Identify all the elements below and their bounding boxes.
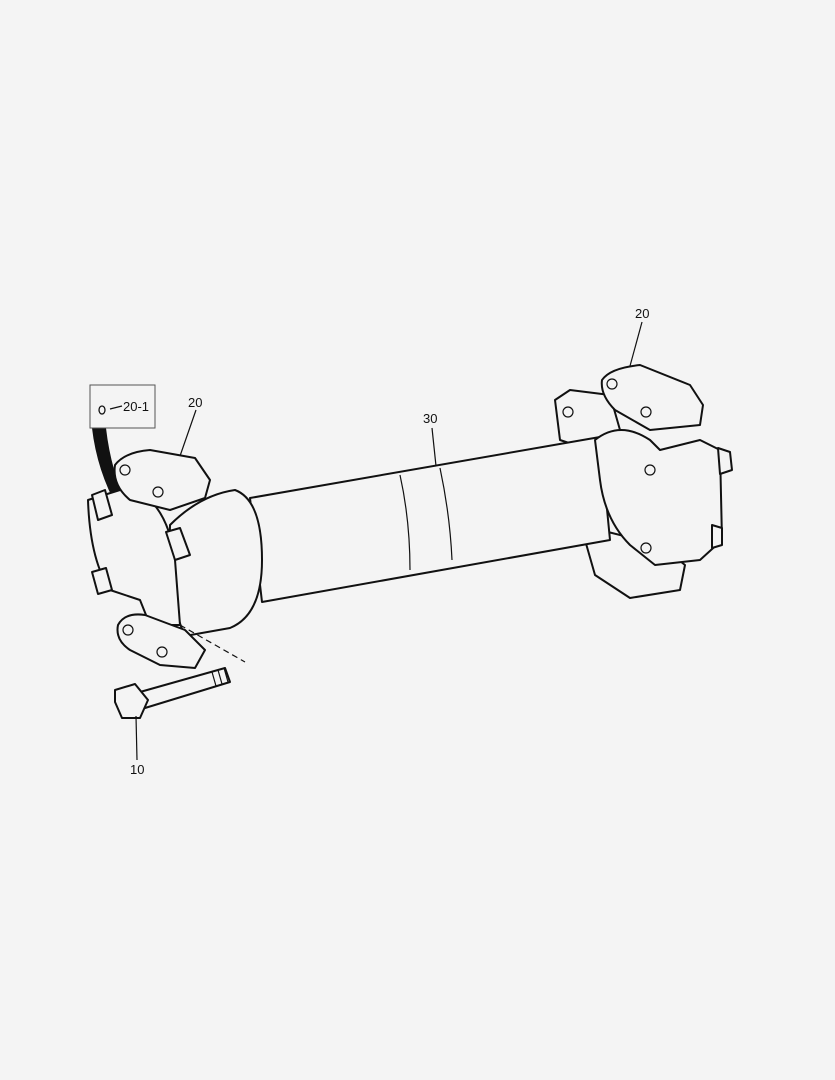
left-bottom-cap: [116, 613, 206, 669]
left-cap-hole: [152, 486, 164, 498]
right-cap: [600, 364, 704, 431]
right-cap-hole: [606, 378, 618, 390]
left-cap-hole: [119, 464, 131, 476]
bolt-head: [114, 683, 149, 719]
left-bolt-head: [165, 527, 191, 561]
left-cap-hole: [122, 624, 134, 636]
tube: [249, 436, 611, 603]
callout-20-1: 20-1: [123, 399, 150, 414]
leader-30: [431, 427, 437, 467]
leader-10: [135, 715, 138, 761]
bolt-shank: [139, 667, 231, 709]
callout-20-left: 20: [188, 395, 203, 410]
grease-fitting-icon: [98, 405, 106, 415]
left-cap-hole: [156, 646, 168, 658]
callout-10: 10: [130, 762, 145, 777]
leader-20-right: [629, 321, 643, 367]
left-flange: [168, 489, 263, 637]
right-bolt-head: [717, 447, 733, 475]
right-yoke: [594, 429, 723, 566]
right-cap-hole: [640, 406, 652, 418]
right-bolt-hole: [644, 464, 656, 476]
right-bolt-hole: [640, 542, 652, 554]
left-top-cap: [113, 449, 211, 511]
right-bolt-head: [711, 524, 723, 549]
right-bolt-hole: [562, 406, 574, 418]
callout-20-right: 20: [635, 306, 650, 321]
leader-20-left: [179, 409, 197, 457]
left-bolt-head: [91, 489, 113, 521]
tube-band: [399, 467, 453, 571]
leader-20-1: [109, 405, 123, 410]
assembly-line: [179, 624, 246, 663]
left-bolt-head: [91, 567, 113, 595]
bolt-thread: [211, 667, 229, 687]
callout-30: 30: [423, 411, 438, 426]
